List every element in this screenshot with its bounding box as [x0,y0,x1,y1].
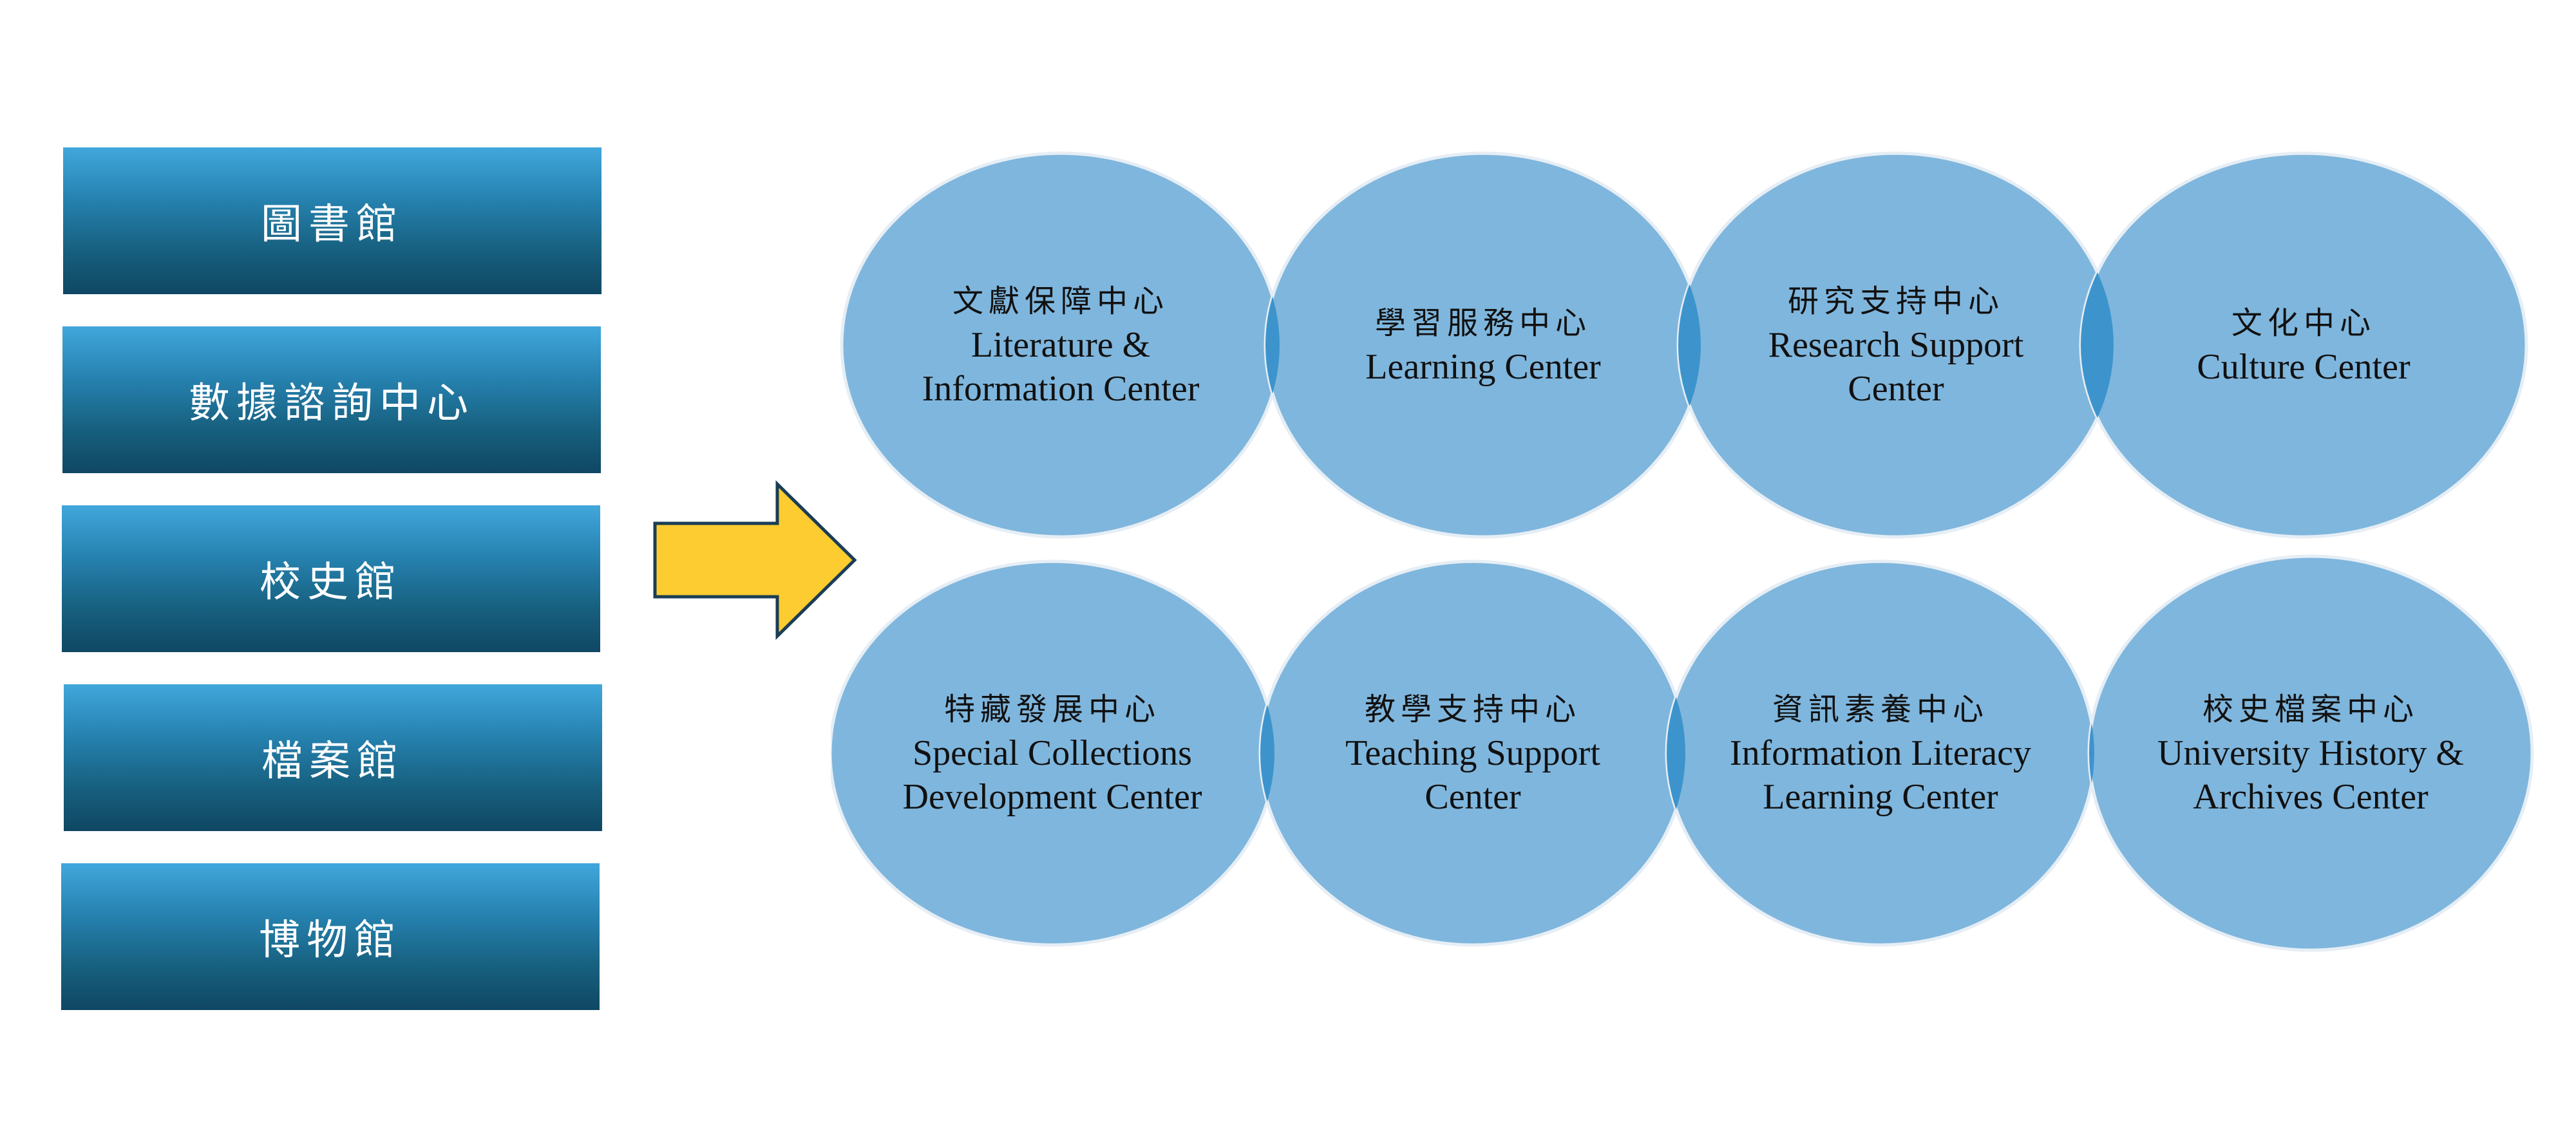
university-history-archives-center-label: 校史檔案中心 University History &Archives Cente… [2157,691,2464,817]
right-arrow-icon [653,480,857,640]
museum-box: 博物館 [61,863,600,1010]
teaching-support-center-english-name-line-1: Teaching Support [1345,733,1600,773]
literature-information-center-english-name-line-1: Literature & [971,325,1150,365]
teaching-support-center-chinese-name: 教學支持中心 [1365,691,1581,727]
special-collections-center-chinese-name: 特藏發展中心 [944,691,1160,727]
special-collections-center-english-name-line-2: Development Center [903,777,1202,817]
culture-center-chinese-name: 文化中心 [2231,305,2376,341]
learning-center-chinese-name: 學習服務中心 [1375,305,1591,341]
archives-label: 檔案館 [261,738,404,784]
research-support-center-chinese-name: 研究支持中心 [1788,283,2004,319]
research-support-center-english-name-line-2: Center [1848,369,1944,409]
right-arrow-shape [653,480,857,640]
special-collections-center-english-name-line-1: Special Collections [913,733,1192,773]
learning-center-label: 學習服務中心 Learning Center [1365,305,1601,387]
data-consulting-center-box: 數據諮詢中心 [62,326,601,473]
culture-center-english-name-line-1: Culture Center [2197,347,2410,387]
museum-label: 博物館 [259,917,402,963]
university-history-archives-center-chinese-name: 校史檔案中心 [2202,691,2419,727]
centers-diagram: 文獻保障中心 Literature &Information Center 學習服務… [831,151,2534,952]
information-literacy-center-english-name-line-2: Learning Center [1763,777,1998,817]
archives-box: 檔案館 [64,684,602,831]
learning-center-english-name-line-1: Learning Center [1365,347,1601,387]
information-literacy-center-english-name-line-1: Information Literacy [1730,733,2031,773]
university-history-archives-center-english-name-line-1: University History & [2157,733,2464,773]
teaching-support-center-english-name-line-2: Center [1425,777,1521,817]
school-history-museum-box: 校史館 [62,505,600,652]
school-history-museum-label: 校史館 [260,559,402,605]
library-label: 圖書館 [261,201,404,247]
library-box: 圖書館 [63,147,601,294]
research-support-center-english-name-line-1: Research Support [1768,325,2024,365]
university-history-archives-center-english-name-line-2: Archives Center [2193,777,2429,817]
literature-information-center-chinese-name: 文獻保障中心 [952,283,1169,319]
information-literacy-center-chinese-name: 資訊素養中心 [1772,691,1989,727]
data-consulting-center-label: 數據諮詢中心 [189,380,475,426]
culture-center-label: 文化中心 Culture Center [2197,305,2410,387]
culture-center-circle [2079,151,2528,539]
literature-information-center-english-name-line-2: Information Center [922,369,1200,409]
learning-center-circle [1264,151,1703,539]
literature-information-center-label: 文獻保障中心 Literature &Information Center [922,283,1200,409]
